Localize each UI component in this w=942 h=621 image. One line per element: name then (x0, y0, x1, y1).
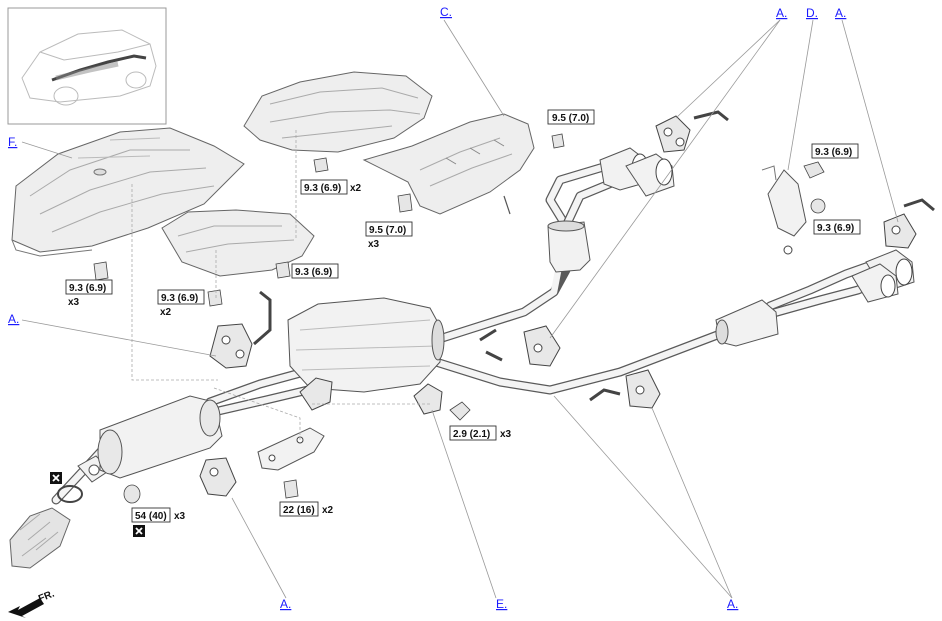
replace-part-icon (50, 472, 62, 484)
torque-22: 22 (16) (283, 505, 315, 516)
heat-shield-top (243, 71, 433, 153)
rear-resonator (715, 299, 779, 347)
torque-9-3-d2: 9.3 (6.9) (817, 223, 854, 234)
torque-9-3-f: 9.3 (6.9) (69, 283, 106, 294)
muffler-bracket (299, 377, 333, 411)
callout-d[interactable]: D. (806, 6, 818, 20)
front-resonator (97, 395, 223, 479)
main-muffler (287, 297, 445, 393)
hanger-bottom-left (199, 457, 237, 497)
multiplier-x2-22: x2 (322, 505, 334, 516)
c-side-resonator (547, 220, 591, 273)
torque-2-9: 2.9 (2.1) (453, 429, 490, 440)
leader-lines (21, 19, 899, 599)
callout-a-bottom-left[interactable]: A. (280, 597, 291, 611)
bracket-e (413, 383, 471, 421)
vehicle-locator-inset (7, 7, 167, 125)
tail-pipe-tips (599, 147, 915, 303)
torque-9-3-mid: 9.3 (6.9) (161, 293, 198, 304)
do-not-reuse-icons (50, 472, 145, 537)
torque-9-3-top: 9.3 (6.9) (304, 183, 341, 194)
front-arrow-icon (8, 598, 44, 618)
callout-a-top-right[interactable]: A. (835, 6, 846, 20)
hanger-left-upper (209, 323, 253, 369)
bracket-22 (257, 427, 325, 471)
replace-part-icon (133, 525, 145, 537)
torque-54: 54 (40) (135, 511, 167, 522)
heat-shield-c (362, 113, 535, 215)
hanger-top-right (655, 115, 691, 153)
multiplier-x2-top: x2 (350, 183, 362, 194)
torque-9-5-top: 9.5 (7.0) (552, 113, 589, 124)
callout-c[interactable]: C. (440, 5, 452, 19)
torque-9-3-lower: 9.3 (6.9) (295, 267, 332, 278)
callout-e[interactable]: E. (496, 597, 507, 611)
heat-shield-f (11, 127, 245, 257)
callout-labels: C. A. D. A. F. A. A. E. A. (8, 5, 846, 611)
heat-shield-middle (161, 209, 315, 277)
torque-9-3-d1: 9.3 (6.9) (815, 147, 852, 158)
multiplier-x3-54: x3 (174, 511, 186, 522)
fasteners (93, 133, 565, 504)
callout-a-left[interactable]: A. (8, 312, 19, 326)
multiplier-x3-e: x3 (500, 429, 512, 440)
front-label: FR. (37, 588, 56, 604)
callout-a-bottom-right[interactable]: A. (727, 597, 738, 611)
multiplier-x2-mid: x2 (160, 307, 172, 318)
torque-specs: 9.5 (7.0) 9.3 (6.9) x2 9.5 (7.0) x3 9.3 … (65, 109, 861, 523)
bracket-d (761, 161, 826, 255)
multiplier-x3-f: x3 (68, 297, 80, 308)
front-indicator: FR. (8, 588, 56, 618)
multiplier-x3-c: x3 (368, 239, 380, 250)
callout-a-top-left[interactable]: A. (776, 6, 787, 20)
callout-f[interactable]: F. (8, 135, 17, 149)
torque-9-5-lower: 9.5 (7.0) (369, 225, 406, 236)
